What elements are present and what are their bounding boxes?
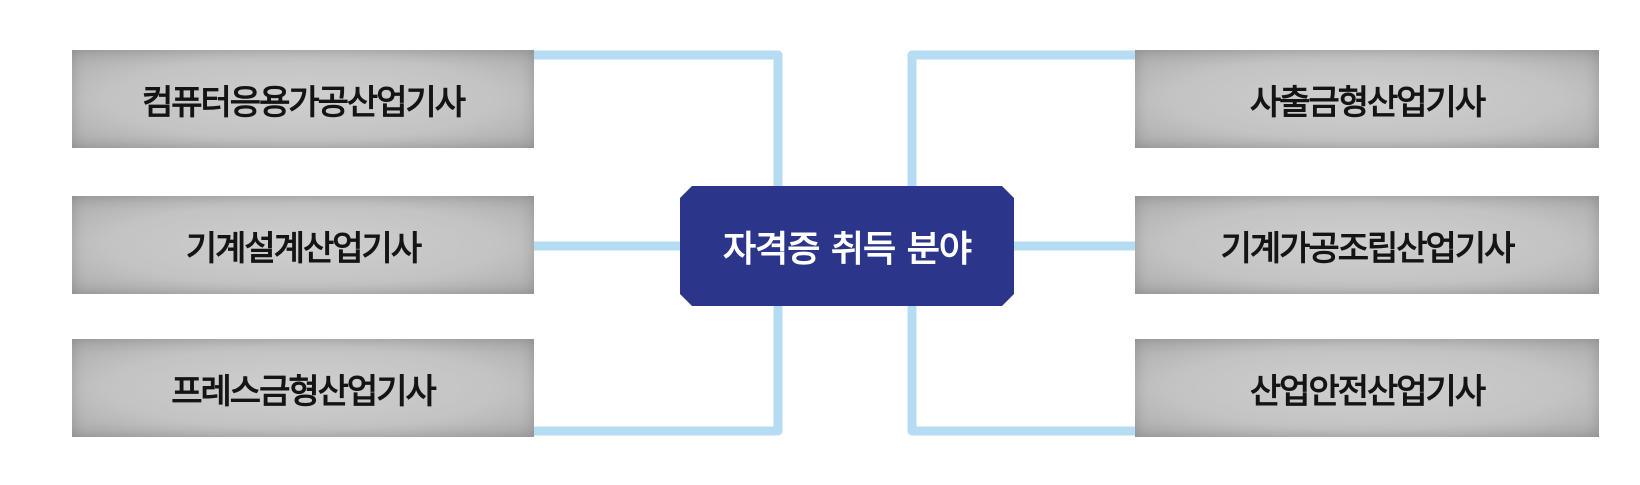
- connector-left-top: [529, 50, 783, 191]
- connector-right-bottom: [907, 301, 1140, 436]
- cert-box-right-3: 산업안전산업기사: [1135, 339, 1599, 437]
- connector-left-bottom: [529, 301, 783, 436]
- center-node-certification-fields: 자격증 취득 분야: [680, 186, 1014, 306]
- cert-box-left-3: 프레스금형산업기사: [72, 339, 534, 437]
- cert-box-right-2: 기계가공조립산업기사: [1135, 196, 1599, 294]
- cert-box-left-2: 기계설계산업기사: [72, 196, 534, 294]
- cert-box-left-1: 컴퓨터응용가공산업기사: [72, 50, 534, 148]
- cert-box-right-1: 사출금형산업기사: [1135, 50, 1599, 148]
- connector-right-top: [907, 50, 1140, 191]
